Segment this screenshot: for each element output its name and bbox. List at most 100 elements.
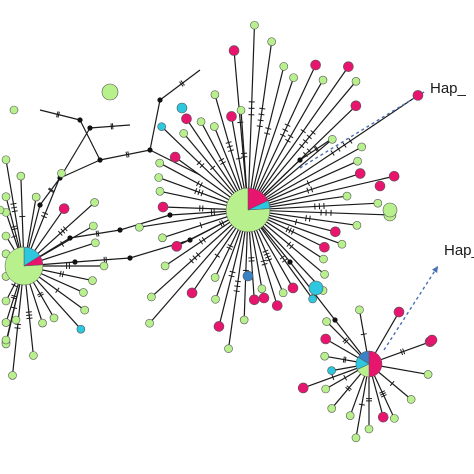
mutation-tick: [59, 270, 62, 277]
haplotype-node: [382, 202, 398, 218]
mutation-tick: [389, 380, 395, 387]
haplotype-node: [0, 205, 5, 215]
mutation-tick: [56, 111, 59, 118]
haplotype-node: [49, 313, 59, 323]
haplotype-node: [11, 315, 21, 325]
median-vector-node: [147, 147, 153, 153]
haplotype-node: [330, 226, 341, 238]
haplotype-node: [357, 142, 367, 152]
mutation-tick: [10, 225, 17, 228]
haplotype-node: [355, 305, 364, 315]
haplotype-node: [351, 77, 361, 86]
haplotype-node: [135, 222, 144, 232]
mutation-tick: [220, 161, 226, 165]
haplotype-node: [16, 171, 26, 181]
haplotype-node: [426, 334, 438, 346]
mutation-tick: [199, 163, 205, 169]
mutation-tick: [196, 180, 200, 187]
haplotype-label-upper: Hap_: [430, 80, 466, 97]
haplotype-node: [186, 287, 198, 299]
mutation-tick: [343, 374, 348, 381]
mutation-tick: [306, 180, 310, 187]
mutation-tick: [282, 128, 289, 132]
mutation-tick: [258, 113, 265, 116]
haplotype-node: [320, 269, 329, 279]
haplotype-node: [57, 168, 66, 178]
haplotype-node: [169, 151, 181, 163]
haplotype-node: [226, 111, 237, 122]
median-vector-node: [187, 237, 193, 243]
mutation-tick: [194, 188, 198, 194]
haplotype-node: [176, 102, 188, 114]
mutation-tick: [308, 215, 311, 222]
mutation-tick: [342, 356, 345, 363]
mutation-tick: [234, 280, 242, 283]
network-edge: [247, 175, 395, 211]
mutation-tick: [294, 218, 298, 226]
mutation-tick: [62, 226, 68, 232]
haplotype-node: [88, 221, 98, 231]
network-edge: [247, 105, 357, 211]
median-vector-node: [297, 157, 303, 163]
haplotype-node: [213, 321, 225, 332]
mutation-tick: [60, 228, 66, 234]
mutation-tick: [198, 238, 204, 245]
median-vector-node: [117, 227, 123, 233]
mutation-tick: [343, 338, 349, 344]
mutation-tick: [289, 243, 294, 250]
mutation-tick: [57, 230, 63, 236]
mutation-tick: [262, 249, 269, 253]
annotation-arrows: [299, 91, 439, 351]
mutation-tick: [214, 253, 221, 258]
haplotype-node: [322, 317, 331, 326]
haplotype-node: [242, 270, 254, 282]
mutation-tick: [219, 221, 223, 227]
pie-hub-nodes: [4, 187, 383, 378]
mutation-tick: [10, 202, 17, 205]
mutation-tick: [287, 134, 294, 139]
haplotype-node: [374, 180, 386, 192]
haplotype-node: [390, 414, 399, 423]
mutation-tick: [305, 215, 307, 222]
haplotype-node: [76, 324, 86, 334]
pie-slice: [368, 350, 383, 378]
mutation-ticks: [10, 80, 406, 406]
mutation-tick: [345, 386, 351, 392]
haplotype-node: [406, 395, 416, 404]
haplotype-node: [412, 90, 424, 101]
haplotype-node: [287, 282, 299, 294]
mutation-tick: [42, 211, 49, 215]
mutation-tick: [330, 150, 335, 156]
haplotype-node: [318, 75, 328, 85]
network-edge: [247, 209, 390, 216]
mutation-tick: [285, 138, 291, 143]
haplotype-node: [337, 239, 347, 249]
haplotype-node: [342, 191, 352, 201]
haplotype-node: [101, 83, 119, 101]
mutation-tick: [192, 255, 198, 261]
haplotype-node: [343, 61, 354, 72]
haplotype-node: [248, 294, 260, 306]
network-edge: [247, 25, 256, 211]
haplotype-node: [308, 280, 324, 296]
haplotype-node: [308, 294, 317, 304]
mutation-tick: [264, 255, 271, 259]
haplotype-node: [236, 105, 246, 115]
haplotype-node: [388, 170, 400, 182]
mutation-tick: [48, 187, 55, 192]
pie-slice: [357, 350, 370, 365]
haplotype-node: [224, 344, 233, 353]
haplotype-node: [155, 186, 165, 196]
network-edge: [39, 109, 81, 121]
hub-node-lower-right: [355, 350, 383, 378]
haplotype-node: [271, 300, 283, 311]
mutation-tick: [226, 145, 233, 148]
haplotype-node: [320, 351, 329, 361]
haplotype-node: [320, 333, 331, 345]
mutation-tick: [342, 142, 347, 148]
mutation-tick: [227, 149, 234, 152]
network-edge: [59, 127, 91, 179]
haplotype-node: [327, 404, 337, 413]
mutation-tick: [38, 293, 44, 298]
